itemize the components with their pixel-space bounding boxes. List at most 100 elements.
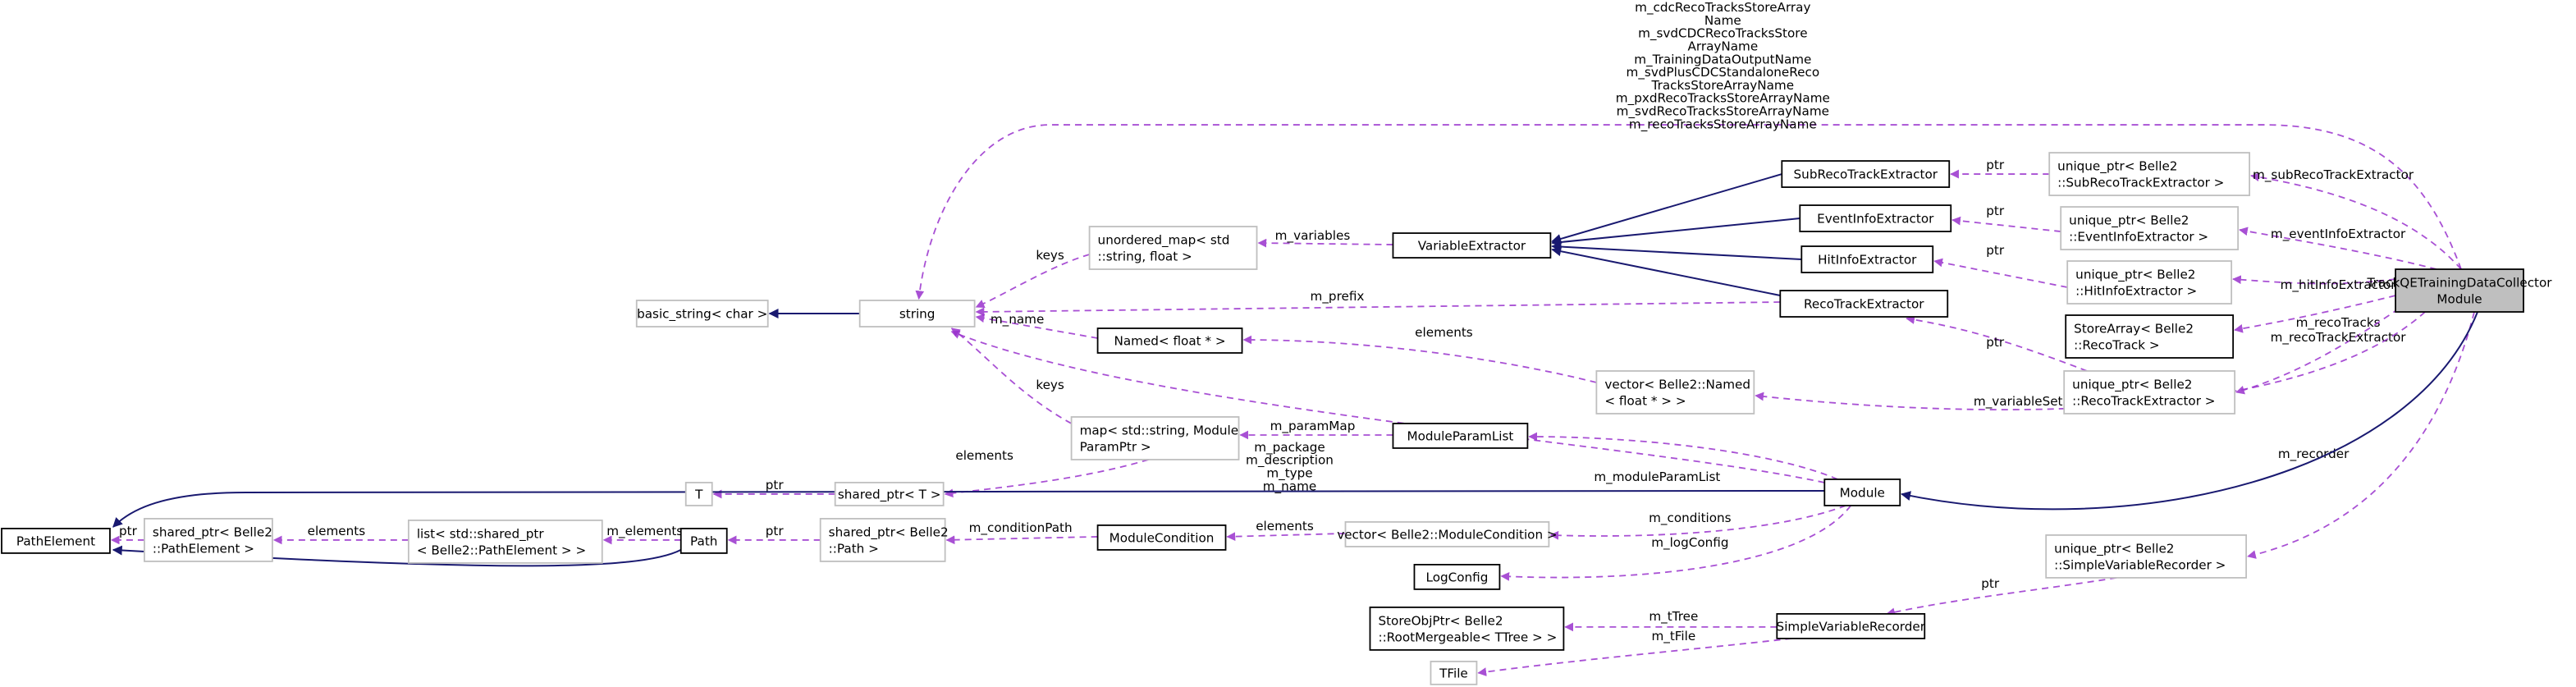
edge-label: keys [1036, 248, 1064, 263]
node-box [1392, 232, 1552, 259]
edge-pe-ptr: ptr [110, 524, 144, 545]
node-up-hit[interactable]: unique_ptr< Belle2::HitInfoExtractor > [2066, 260, 2233, 305]
node-box [1369, 606, 1565, 651]
node-vec-named[interactable]: vector< Belle2::Named< float * > > [1595, 370, 1755, 414]
edge-line [2250, 172, 2462, 270]
edge-label: m_variables [1275, 228, 1351, 244]
edge-label: elements [1415, 325, 1473, 340]
node-up-sub[interactable]: unique_ptr< Belle2::SubRecoTrackExtracto… [2048, 152, 2251, 196]
edge-label: m_variableSet [1974, 394, 2063, 410]
node-box [1096, 327, 1243, 354]
node-list-path-element[interactable]: list< std::shared_ptr< Belle2::PathEleme… [407, 520, 603, 564]
node-up-recorder[interactable]: unique_ptr< Belle2::SimpleVariableRecord… [2045, 534, 2248, 579]
edge-label: ptr [1981, 576, 2000, 591]
edge-label: ptr [1986, 335, 2005, 350]
edge-label: Name [1704, 13, 1741, 28]
edge-m-t-tree: m_tTree [1564, 609, 1778, 632]
node-simple-variable-recorder[interactable]: SimpleVariableRecorder [1776, 612, 1926, 639]
edge-inh-hit [1551, 241, 1802, 261]
node-label: RecoTrackExtractor [1804, 297, 1924, 312]
node-box [2045, 534, 2248, 579]
node-label: string [899, 307, 936, 322]
edge-inh-event [1551, 218, 1800, 247]
edge-m-t-file: m_tFile [1477, 629, 1792, 676]
node-box [2066, 260, 2233, 305]
edge-label: m_cdcRecoTracksStoreArray [1635, 0, 1810, 16]
edge-label: elements [308, 524, 366, 538]
node-box [1344, 521, 1550, 547]
edge-m-reco-track-extractor: m_recoTrackExtractor [2235, 308, 2406, 395]
edge-label: m_conditionPath [969, 520, 1073, 536]
edges: m_cdcRecoTracksStoreArrayNamem_svdCDCRec… [110, 0, 2478, 676]
node-label: vector< Belle2::ModuleCondition > [1337, 528, 1557, 543]
node-string[interactable]: string [858, 300, 976, 327]
edge-label: m_hitInfoExtractor [2281, 277, 2397, 293]
edge-sub-ptr: ptr [1950, 158, 2050, 179]
edge-m-param-map: m_paramMap [1239, 419, 1393, 440]
edge-line [915, 124, 2462, 300]
node-label: ::RootMergeable< TTree > > [1378, 630, 1557, 644]
edge-label: m_recorder [2278, 447, 2350, 462]
node-box [407, 520, 603, 564]
node-sp-path[interactable]: shared_ptr< Belle2::Path > [819, 518, 949, 562]
node-label: StoreArray< Belle2 [2074, 322, 2194, 337]
node-label: VariableExtractor [1418, 239, 1526, 254]
node-box [819, 518, 946, 562]
edge-label: m_tTree [1649, 609, 1698, 625]
node-store-array[interactable]: StoreArray< Belle2::RecoTrack > [2065, 314, 2235, 359]
node-module[interactable]: Module [1823, 479, 1901, 506]
node-hit-info-extractor[interactable]: HitInfoExtractor [1800, 245, 1934, 273]
node-store-obj-ptr[interactable]: StoreObjPtr< Belle2::RootMergeable< TTre… [1369, 606, 1565, 651]
edge-m-recorder: m_recorder [2247, 311, 2475, 559]
node-path[interactable]: Path [679, 528, 728, 554]
node-box [1781, 160, 1951, 188]
edge-label: m_paramMap [1270, 419, 1356, 434]
node-box [1779, 290, 1949, 318]
node-event-info-extractor[interactable]: EventInfoExtractor [1799, 204, 1952, 232]
node-module-condition[interactable]: ModuleCondition [1096, 524, 1227, 551]
node-label: TFile [1439, 666, 1468, 680]
edge-line [1551, 241, 1802, 261]
edge-label: m_recoTracksStoreArrayName [1629, 117, 1817, 132]
node-t[interactable]: T [684, 482, 713, 506]
edge-label: TracksStoreArrayName [1651, 78, 1795, 93]
node-label: map< std::string, Module [1080, 424, 1239, 438]
node-shared-t[interactable]: shared_ptr< T > [834, 482, 945, 506]
node-label: unique_ptr< Belle2 [2069, 213, 2189, 229]
edge-label: m_description [1246, 453, 1334, 469]
edge-label: ptr [1986, 158, 2005, 172]
node-sub-reco-track-extractor[interactable]: SubRecoTrackExtractor [1781, 160, 1951, 188]
node-reco-track-extractor[interactable]: RecoTrackExtractor [1779, 290, 1949, 318]
node-label: unique_ptr< Belle2 [2054, 542, 2174, 557]
edge-m-variables: m_variables [1257, 228, 1393, 248]
node-box [1823, 479, 1901, 506]
node-label: unique_ptr< Belle2 [2072, 378, 2192, 393]
node-up-event[interactable]: unique_ptr< Belle2::EventInfoExtractor > [2060, 206, 2240, 250]
node-vec-module-condition[interactable]: vector< Belle2::ModuleCondition > [1337, 521, 1558, 547]
node-up-reco[interactable]: unique_ptr< Belle2::RecoTrackExtractor > [2063, 370, 2236, 414]
node-sp-path-element[interactable]: shared_ptr< Belle2::PathElement > [144, 518, 273, 562]
edge-label: ptr [119, 524, 138, 538]
edge-label: elements [1256, 519, 1314, 534]
edge-line [2247, 311, 2475, 559]
edge-line [1226, 532, 1346, 542]
node-named[interactable]: Named< float * > [1096, 327, 1243, 354]
node-unordered-map[interactable]: unordered_map< std::string, float > [1088, 226, 1258, 270]
edge-line [1500, 505, 1851, 581]
node-tfile[interactable]: TFile [1430, 660, 1478, 685]
node-variable-extractor[interactable]: VariableExtractor [1392, 232, 1552, 259]
edge-named-elements: elements [1242, 325, 1597, 383]
edge-inh-main [1901, 311, 2478, 511]
node-path-element[interactable]: PathElement [1, 528, 111, 554]
edge-label: m_svdRecoTracksStoreArrayName [1617, 103, 1829, 119]
node-label: TrackQETrainingDataCollector [2367, 276, 2553, 291]
node-basic-string[interactable]: basic_string< char > [635, 300, 769, 327]
edge-m-hit-info: m_hitInfoExtractor [2232, 275, 2397, 293]
node-log-config[interactable]: LogConfig [1413, 564, 1501, 590]
node-module-param-list[interactable]: ModuleParamList [1392, 423, 1529, 449]
edge-label: keys [1036, 378, 1064, 392]
